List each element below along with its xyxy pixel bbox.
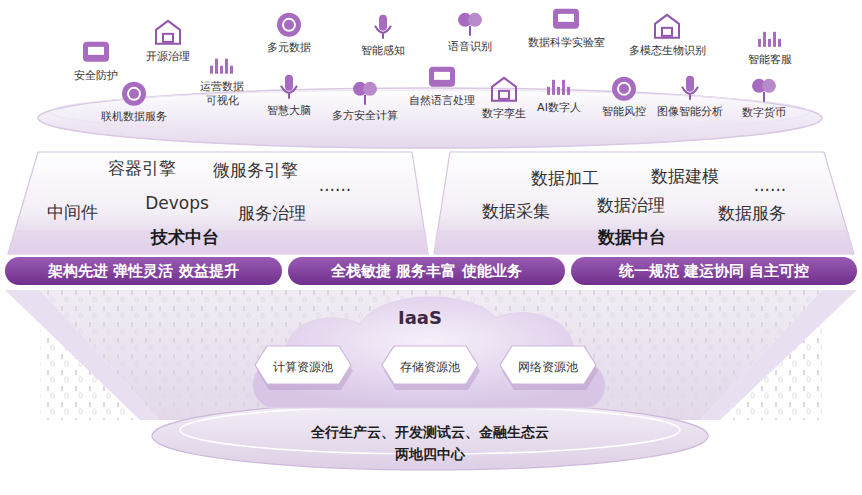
feature-icon xyxy=(492,78,516,101)
icon-label: 多方安全计算 xyxy=(332,109,398,123)
platform-item: 数据建模 xyxy=(651,165,719,188)
platform-slab: 容器引擎 微服务引擎...... 中间件 Devops 服务治理技术中台 xyxy=(8,150,428,254)
feature-icon xyxy=(655,15,679,38)
base-label: 全行生产云、开发测试云、金融生态云 xyxy=(311,424,549,442)
platform-item: 数据治理 xyxy=(597,194,665,217)
funnel-edge xyxy=(5,290,160,420)
platform-item: 数据服务 xyxy=(718,202,786,225)
feature-icon xyxy=(429,67,455,87)
icon-label: 联机数据服务 xyxy=(101,110,167,124)
icon-label: 开源治理 xyxy=(146,50,190,64)
feature-icon xyxy=(277,13,301,37)
icon-label: 安全防护 xyxy=(74,69,118,83)
feature-icon xyxy=(83,42,109,62)
slab-face xyxy=(434,152,854,254)
feature-icon xyxy=(547,80,570,95)
banner-band: 全栈敏捷 服务丰富 使能业务 xyxy=(288,257,565,285)
platform-item: 中间件 xyxy=(47,201,98,224)
resource-pool: 存储资源池 xyxy=(380,342,480,392)
feature-icon xyxy=(156,21,180,44)
platform-item: 数据加工 xyxy=(531,167,599,190)
feature-icon xyxy=(281,75,297,99)
banner-text: 架构先进 弹性灵活 效益提升 xyxy=(48,262,238,281)
platform-item: 微服务引擎 xyxy=(213,159,298,182)
icon-label: 多模态生物识别 xyxy=(629,44,706,58)
binary-texture xyxy=(40,290,822,420)
platform-item: 服务治理 xyxy=(238,202,306,225)
funnel-ground xyxy=(40,290,822,420)
platform-item: 容器引擎 xyxy=(108,157,176,180)
band-fill xyxy=(5,257,282,285)
icon-label: 图像智能分析 xyxy=(657,105,723,119)
resource-pool: 计算资源池 xyxy=(253,342,353,392)
icon-label: 智能风控 xyxy=(602,105,646,119)
disc-body xyxy=(152,402,708,470)
cloud-body xyxy=(253,297,605,408)
feature-icon xyxy=(353,82,377,105)
feature-icon xyxy=(758,32,781,47)
band-fill xyxy=(288,257,565,285)
icon-label: AI数字人 xyxy=(537,101,581,115)
platform-item: ...... xyxy=(319,175,351,195)
feature-icon xyxy=(752,79,776,102)
icon-label: 运营数据 可视化 xyxy=(197,80,248,109)
icon-label: 智能感知 xyxy=(361,44,405,58)
feature-icon xyxy=(458,13,482,36)
resource-pool: 网络资源池 xyxy=(498,342,598,392)
base-label: 两地四中心 xyxy=(395,446,465,464)
icon-label: 智能客服 xyxy=(748,53,792,67)
pool-face xyxy=(255,346,351,384)
icon-label: 多元数据 xyxy=(267,41,311,55)
icon-label: 数据科学实验室 xyxy=(528,36,605,50)
feature-icon xyxy=(553,9,579,29)
banner-text: 统一规范 建运协同 自主可控 xyxy=(619,262,809,281)
funnel-edge xyxy=(700,290,857,420)
layer-title: IaaS xyxy=(398,307,442,328)
platform-slab: 数据加工 数据建模...... 数据采集 数据治理 数据服务数据中台 xyxy=(434,150,854,254)
icon-label: 语音识别 xyxy=(448,40,492,54)
platform-title: 数据中台 xyxy=(598,226,666,249)
pool-label: 计算资源池 xyxy=(273,359,333,376)
feature-icon xyxy=(122,82,146,106)
band-fill xyxy=(571,257,857,285)
iaas-cloud: IaaS 计算资源池 存储资源池 网络资源池 xyxy=(250,290,610,412)
platform-item: 数据采集 xyxy=(482,200,550,223)
feature-icon xyxy=(612,77,636,101)
feature-icon xyxy=(375,15,391,39)
top-disc xyxy=(38,88,822,148)
top-disc-ring xyxy=(50,90,810,134)
slab-face xyxy=(8,152,428,254)
icon-label: 数字货币 xyxy=(742,106,786,120)
icon-label: 智慧大脑 xyxy=(267,104,311,118)
pool-label: 存储资源池 xyxy=(400,359,460,376)
banner-band: 统一规范 建运协同 自主可控 xyxy=(571,257,857,285)
pool-face xyxy=(500,346,596,384)
banner-band: 架构先进 弹性灵活 效益提升 xyxy=(5,257,282,285)
feature-icon xyxy=(210,59,233,74)
platform-item: Devops xyxy=(145,193,209,213)
platform-title: 技术中台 xyxy=(151,226,219,249)
platform-item: ...... xyxy=(754,175,786,195)
pool-face xyxy=(382,346,478,384)
pool-label: 网络资源池 xyxy=(518,359,578,376)
icon-label: 数字孪生 xyxy=(482,107,526,121)
banner-text: 全栈敏捷 服务丰富 使能业务 xyxy=(331,262,521,281)
icon-label: 自然语言处理 xyxy=(409,94,475,108)
feature-icon xyxy=(682,76,698,100)
